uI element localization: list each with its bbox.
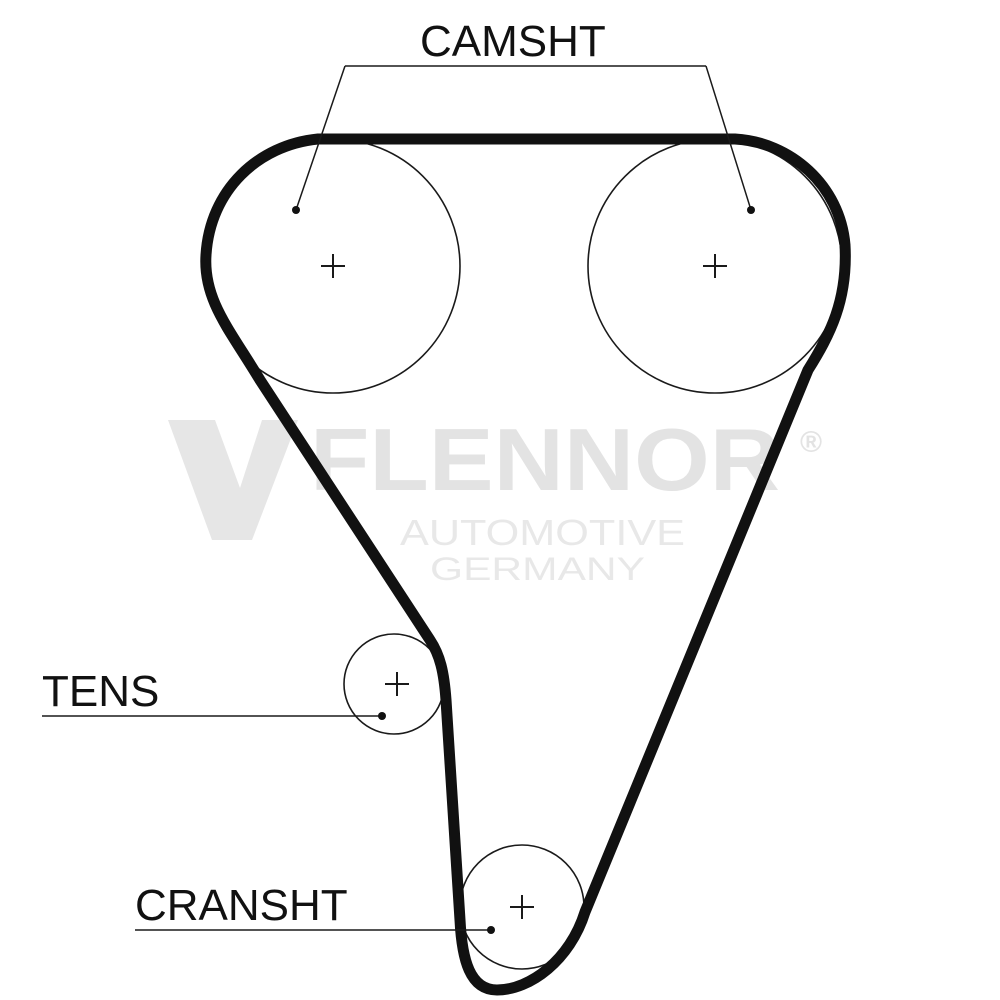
crankshaft-label: CRANSHT [135,881,348,930]
watermark-brand: FLENNOR [310,410,780,509]
watermark-registered-mark: ® [800,426,822,459]
left-camshaft-center-mark [321,254,345,278]
watermark-line-1: AUTOMOTIVE [400,512,685,553]
timing-belt [200,133,851,996]
camshaft-leader [292,65,755,214]
crankshaft-center-mark [510,895,534,919]
tensioner-center-mark [385,672,409,696]
tensioner-label: TENS [42,667,159,716]
watermark: FLENNOR ® AUTOMOTIVE GERMANY [168,410,822,587]
tensioner-leader [42,712,386,720]
crankshaft-leader [135,926,495,934]
right-camshaft-center-mark [703,254,727,278]
camshaft-label: CAMSHT [420,17,606,66]
watermark-line-2: GERMANY [430,551,645,587]
watermark-logo-mark [168,420,298,540]
